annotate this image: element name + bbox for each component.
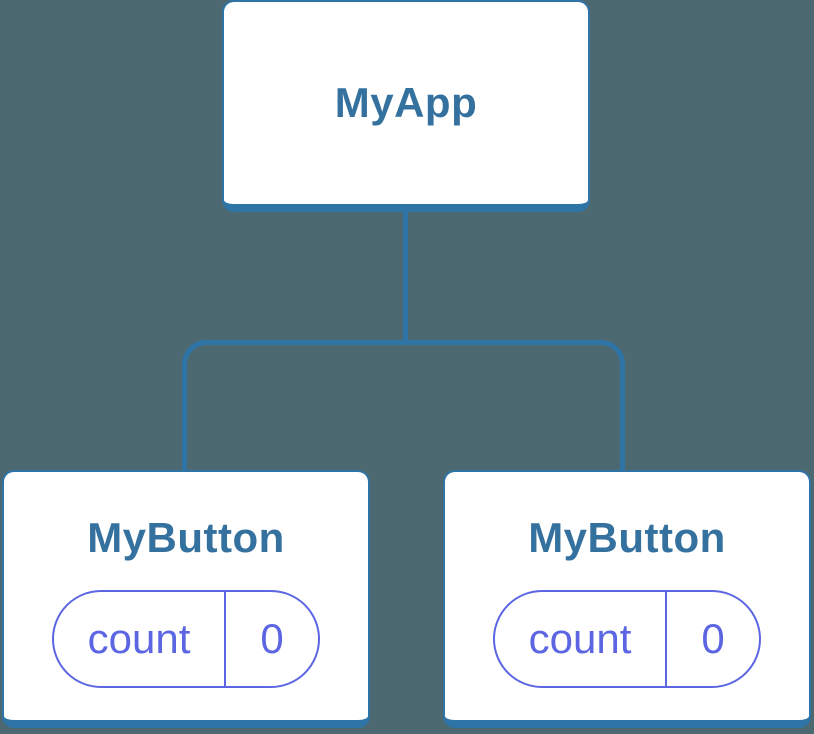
state-value-label: 0 <box>260 615 284 662</box>
component-node-child-right: MyButton count 0 <box>443 470 811 728</box>
root-node-label: MyApp <box>334 79 478 126</box>
child-node-label: MyButton <box>528 514 726 561</box>
connector-stem <box>403 212 408 345</box>
child-node-label: MyButton <box>87 514 285 561</box>
state-key-label: count <box>54 592 226 686</box>
state-pill: count 0 <box>52 590 320 688</box>
component-node-child-left: MyButton count 0 <box>2 470 370 728</box>
state-key-label: count <box>495 592 667 686</box>
component-node-root: MyApp <box>222 0 590 212</box>
state-pill: count 0 <box>493 590 761 688</box>
connector-bracket <box>182 340 625 470</box>
state-value-label: 0 <box>701 615 725 662</box>
